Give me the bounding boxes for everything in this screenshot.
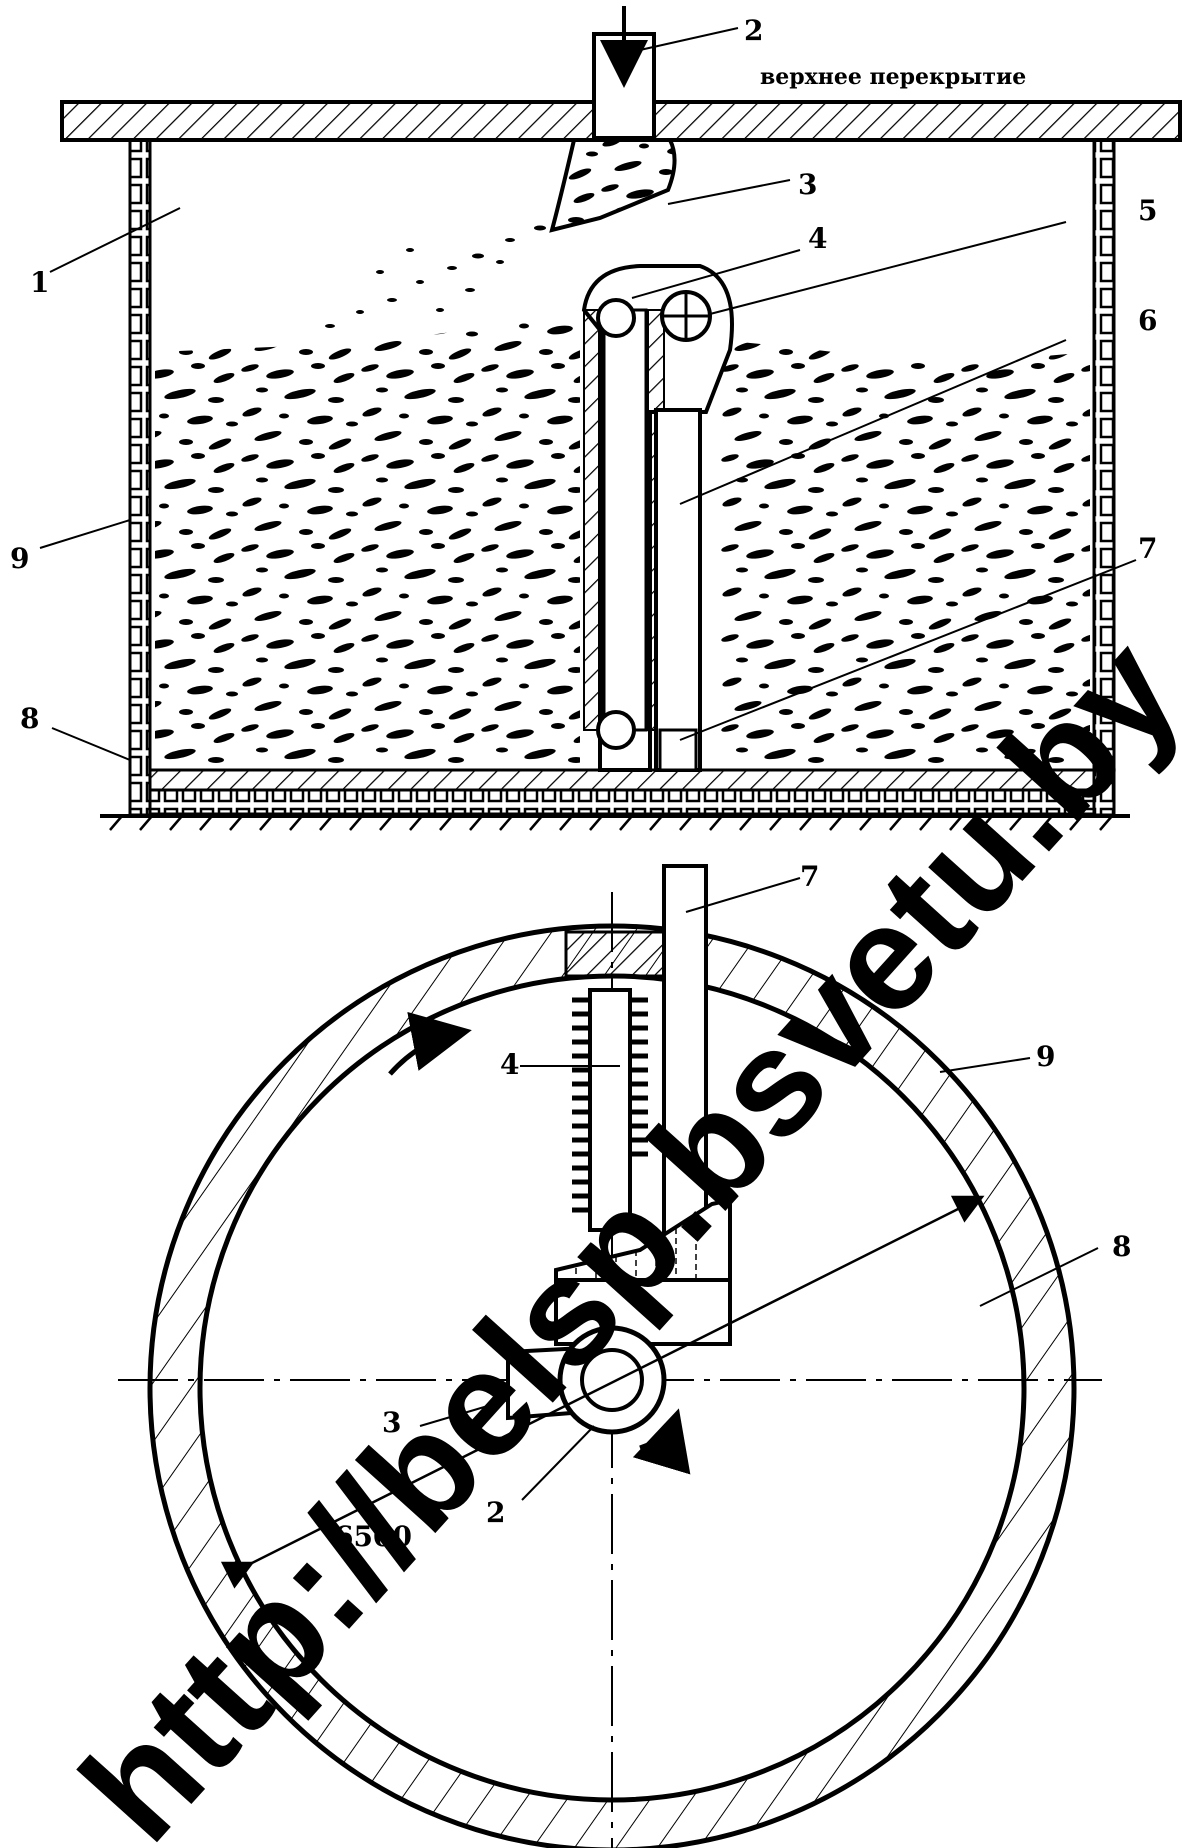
plan-label-7: 7 (800, 860, 819, 893)
bucket-teeth (572, 997, 648, 1213)
plan-view: 6500 7 4 9 8 3 2 (118, 860, 1131, 1848)
rotation-arrow-arm (388, 1011, 472, 1076)
diameter-dimension-line (220, 1195, 985, 1589)
diameter-dimension-text: 6500 (334, 1520, 412, 1553)
bucket-chain-left (583, 309, 603, 731)
side-label-3: 3 (798, 168, 817, 201)
side-label-4: 4 (808, 222, 827, 255)
ground-hatch (109, 815, 1113, 831)
plan-label-8: 8 (1112, 1230, 1131, 1263)
plan-leaders (419, 877, 1099, 1501)
head-pulley (596, 298, 636, 338)
plan-label-4: 4 (500, 1048, 519, 1081)
side-label-2: 2 (744, 14, 763, 47)
plan-label-3: 3 (382, 1406, 401, 1439)
falling-stream (325, 225, 546, 328)
plan-label-9: 9 (1036, 1040, 1055, 1073)
side-label-6: 6 (1138, 304, 1157, 337)
floor-supports (148, 788, 1096, 816)
side-label-8: 8 (20, 702, 39, 735)
side-label-9: 9 (10, 542, 29, 575)
left-wall (128, 138, 152, 817)
conveyor-belt (602, 308, 648, 732)
side-label-1: 1 (30, 266, 49, 299)
plan-label-2: 2 (486, 1496, 505, 1529)
screw-column (654, 408, 702, 772)
side-label-7: 7 (1138, 532, 1157, 565)
stored-material-right (720, 340, 1090, 765)
side-label-5: 5 (1138, 194, 1157, 227)
stored-material (155, 318, 580, 765)
annotation-upper-floor: верхнее перекрытие (760, 64, 1026, 90)
side-section-view: верхнее перекрытие 1 2 3 4 5 6 7 8 9 (10, 6, 1182, 831)
side-leaders (39, 27, 1137, 761)
tail-pulley (596, 710, 636, 750)
distributor-chute (549, 138, 677, 233)
